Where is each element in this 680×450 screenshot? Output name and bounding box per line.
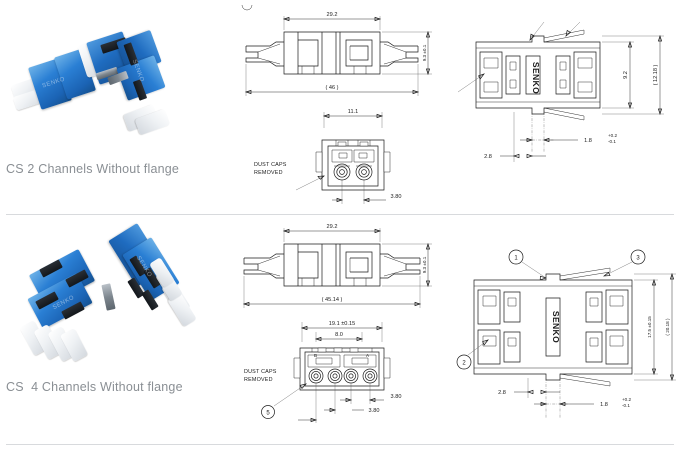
dust-caps-note-line2: REMOVED [254, 170, 283, 176]
dim-3-80-center-label: 3.80 [369, 408, 380, 414]
dim-1-8-tol-upper: +0.2 [622, 397, 632, 402]
dust-caps-note-line1: DUST CAPS [244, 369, 277, 375]
dim-2-8-label: 2.8 [498, 390, 506, 396]
balloon-1-label: 1 [514, 256, 518, 262]
product-row-cs-4-channel: SENKO SENKO CS 4 Channels Without flange [0, 218, 680, 433]
drawing-cell-right-cs-2-channel: SENKO [457, 0, 680, 215]
dust-caps-note-line1: DUST CAPS [254, 162, 287, 168]
drawing-cell-right-cs-4-channel: 1 3 [456, 218, 680, 433]
dim-9-3-label: 9.3 ±0.1 [422, 256, 427, 273]
dim-2-8-label: 2.8 [484, 154, 492, 160]
dim-45-14-ref-label: ( 45.14 ) [322, 297, 343, 303]
port-label-b: B [314, 353, 317, 358]
photo-cell-cs-2-channel: SENKO SENKO CS 2 Channels Without flange [0, 0, 236, 215]
balloon-3-label: 3 [636, 256, 640, 262]
dim-1-8-label: 1.8 [584, 138, 592, 144]
photo-cell-cs-4-channel: SENKO SENKO CS 4 Channels Without flange [0, 218, 236, 433]
dim-17-5-label: 17.5 ±0.15 [647, 316, 652, 338]
metal-latch [101, 283, 116, 311]
side-view-cs-4-channel: 29.2 9.3 ±0.1 ( 45.14 ) [242, 224, 432, 308]
drawing-cell-mid-cs-2-channel: 29.2 9.3 ±0.1 ( 46 ) [236, 0, 458, 215]
product-caption-cs-4-channel: CS 4 Channels Without flange [6, 380, 183, 394]
dim-1-8-tol-upper: +0.2 [608, 133, 618, 138]
dim-3-80-label: 3.80 [391, 194, 402, 200]
dim-46-ref-label: ( 46 ) [325, 85, 338, 91]
product-row-cs-2-channel: SENKO SENKO CS 2 Channels Without flange [0, 0, 680, 215]
dim-11-1-label: 11.1 [348, 109, 358, 115]
balloon-partial-icon [241, 4, 253, 11]
balloon-2-label: 2 [462, 361, 466, 367]
dim-9-2-label: 9.2 [623, 71, 629, 79]
dim-1-8-label: 1.8 [600, 402, 608, 408]
product-photo-cs-2-channel: SENKO SENKO [8, 6, 213, 146]
front-view-cs-2-channel: 11.1 [254, 109, 401, 204]
dim-20-18-ref-label: ( 20.18 ) [665, 318, 670, 336]
drawing-cell-mid-cs-4-channel: 29.2 9.3 ±0.1 ( 45.14 ) [236, 218, 458, 433]
page-bottom-divider [6, 444, 674, 445]
dust-caps-note-line2: REMOVED [244, 377, 273, 383]
front-view-cs-4-channel: 19.1 ±0.15 8.0 B A [244, 321, 401, 423]
row-divider [6, 214, 674, 215]
top-view-cs-2-channel: SENKO [457, 21, 664, 162]
brand-label: SENKO [551, 311, 561, 343]
port-label-a: A [366, 353, 370, 358]
balloon-5-label: 5 [266, 411, 270, 417]
brand-label: SENKO [531, 62, 541, 94]
dim-12-18-ref-label: ( 12.18 ) [653, 64, 659, 85]
dim-19-1-label: 19.1 ±0.15 [329, 321, 355, 327]
dim-8-0-label: 8.0 [335, 332, 343, 338]
product-caption-cs-2-channel: CS 2 Channels Without flange [6, 162, 180, 176]
dim-29-2-label: 29.2 [327, 12, 338, 18]
dim-1-8-tol-lower: -0.1 [622, 403, 630, 408]
dim-3-80-right-label: 3.80 [391, 394, 402, 400]
product-photo-cs-4-channel: SENKO SENKO [8, 222, 213, 372]
dim-29-2-label: 29.2 [327, 224, 338, 230]
top-view-cs-4-channel: 1 3 [456, 249, 676, 418]
dim-9-3-label: 9.3 ±0.1 [422, 44, 427, 61]
dim-1-8-tol-lower: -0.1 [608, 139, 616, 144]
side-view-cs-2-channel: 29.2 9.3 ±0.1 ( 46 ) [244, 12, 432, 96]
